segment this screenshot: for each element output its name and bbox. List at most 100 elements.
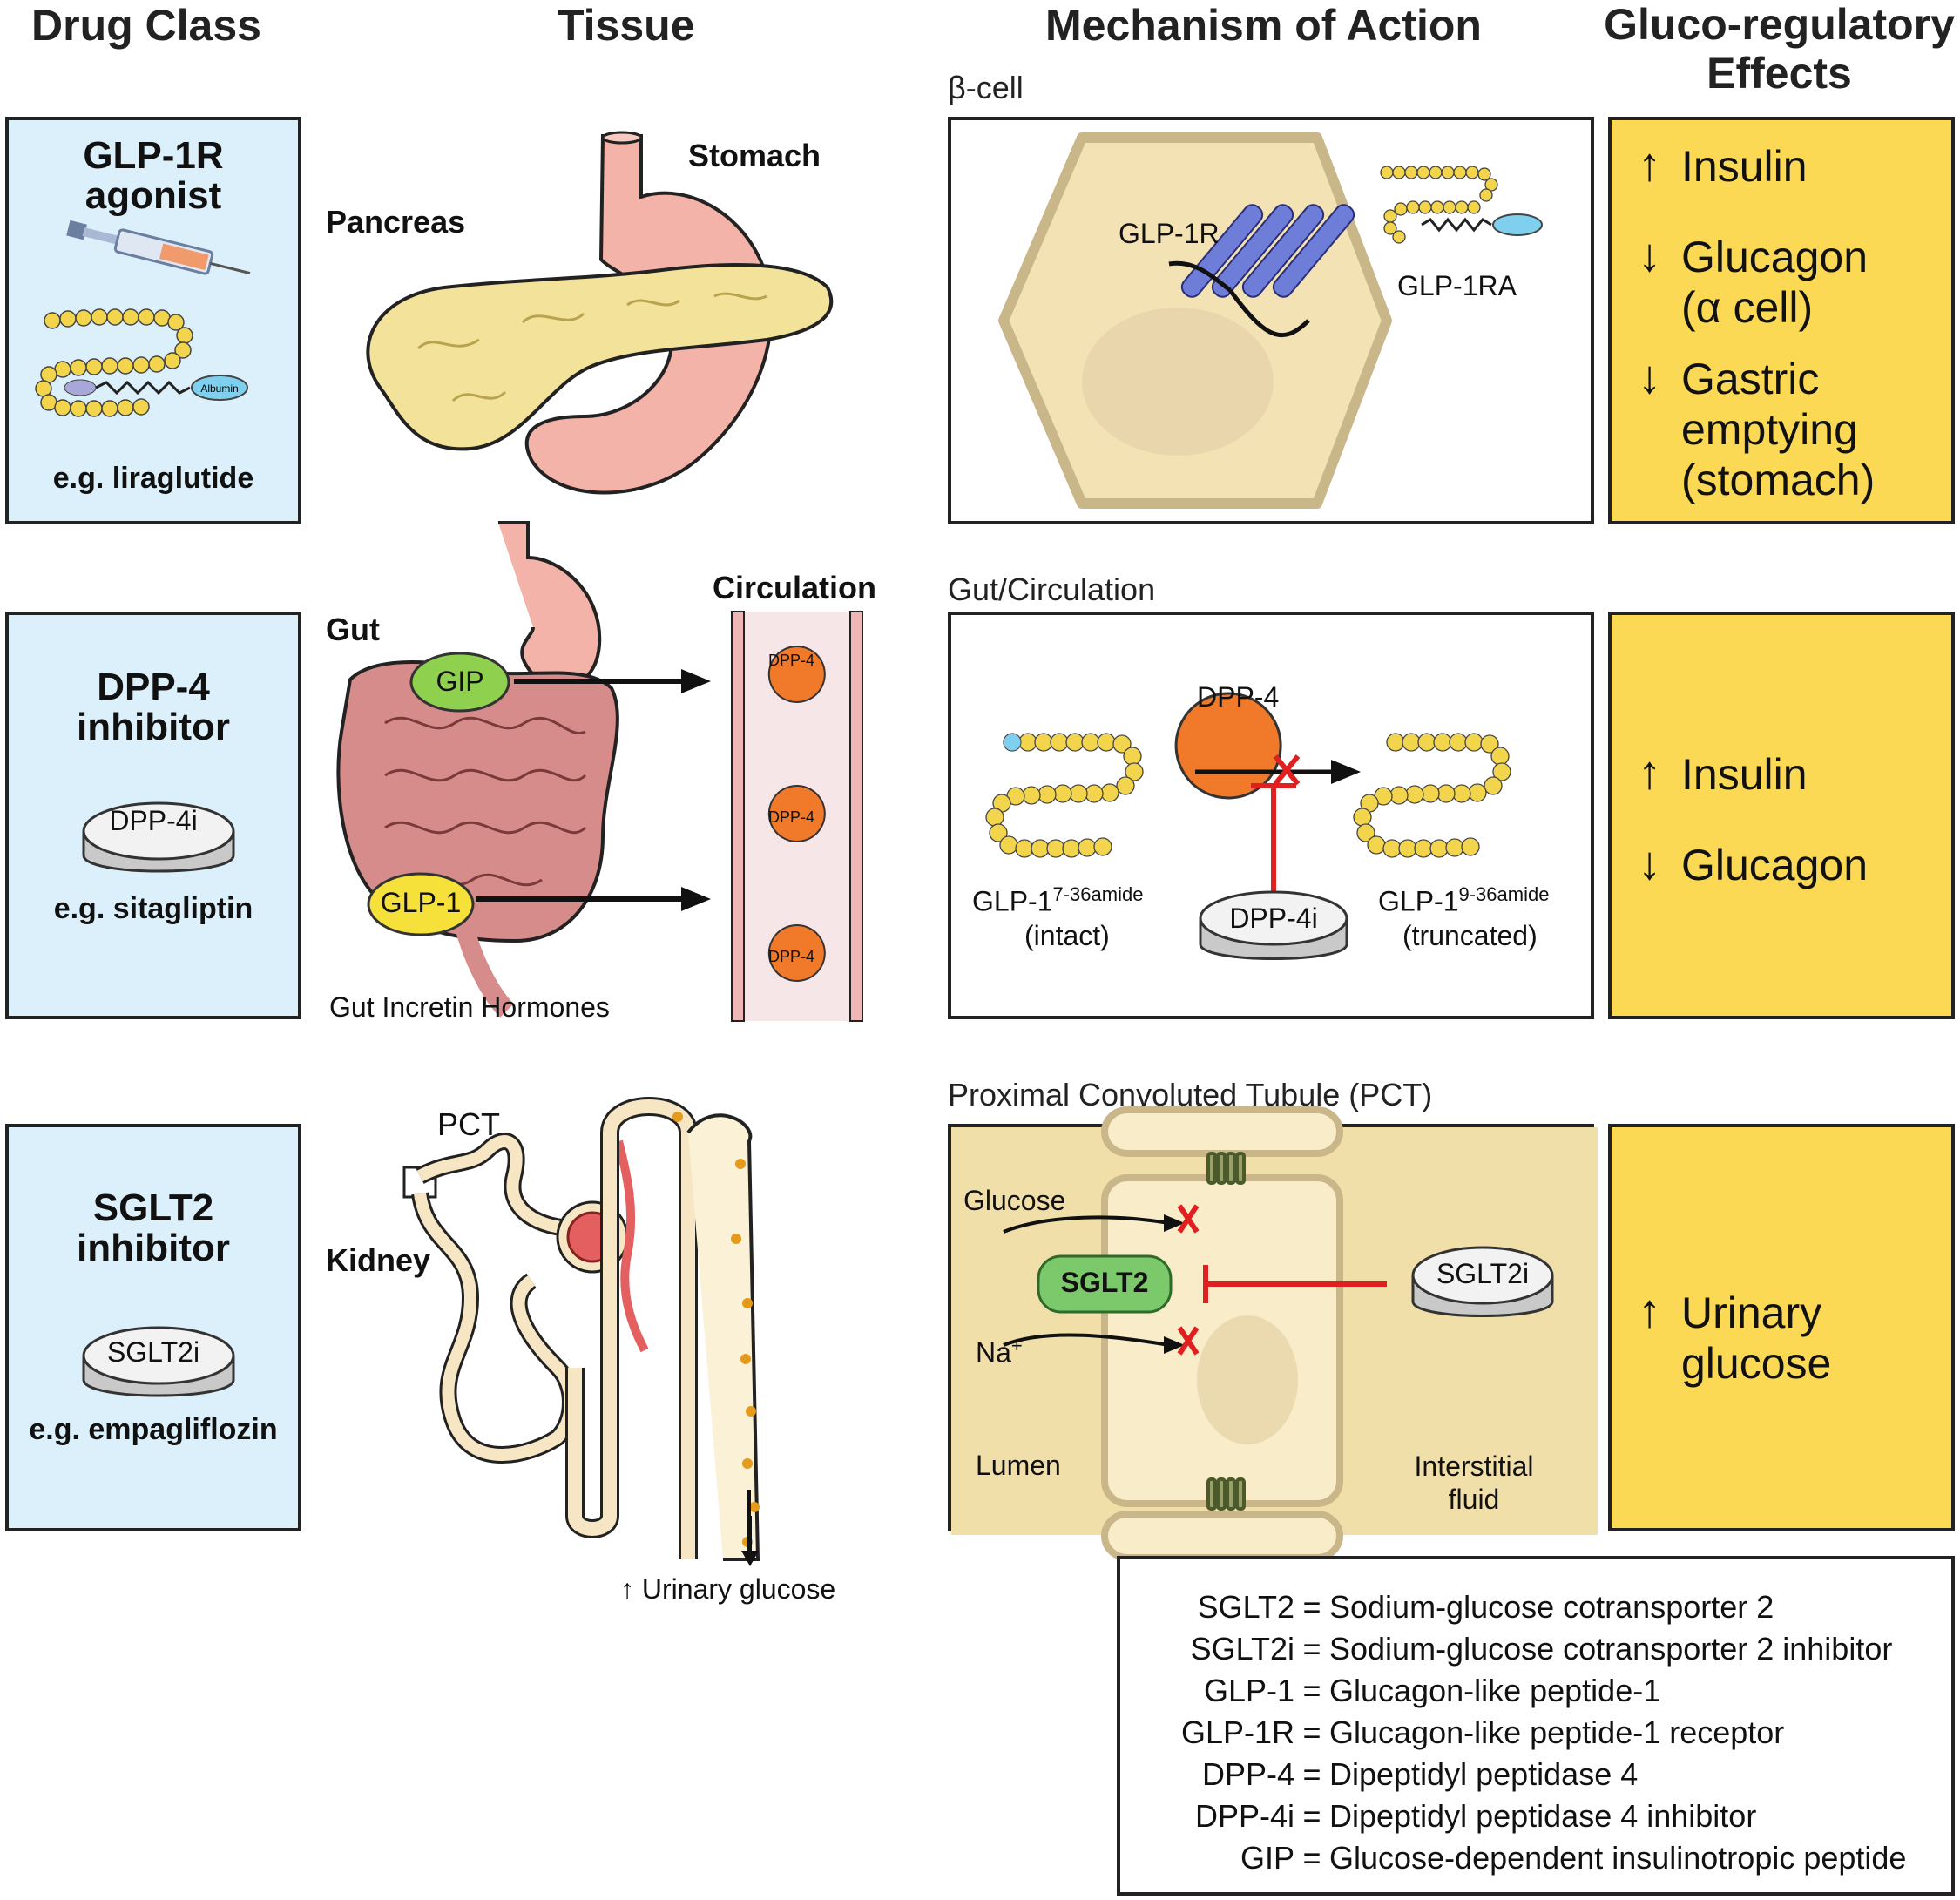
- pct-label: PCT: [437, 1106, 500, 1142]
- nephron-illustration: [402, 1097, 760, 1561]
- dpp4i-label: DPP-4i: [1229, 903, 1318, 934]
- glossary-definition: Sodium-glucose cotransporter 2 inhibitor: [1329, 1631, 1893, 1667]
- effect-glucose: glucose: [1681, 1339, 1832, 1388]
- glossary-abbr: GLP-1: [1203, 1673, 1294, 1708]
- glp1-truncated-name: GLP-19-36amide: [1378, 883, 1550, 917]
- example-drug: e.g. empagliflozin: [29, 1413, 278, 1446]
- glossary-equals: =: [1302, 1589, 1321, 1625]
- up-arrow-icon: ↑: [1638, 139, 1661, 191]
- glossary-row: SGLT2i=Sodium-glucose cotransporter 2 in…: [1120, 1631, 1951, 1667]
- glossary-definition: Dipeptidyl peptidase 4 inhibitor: [1329, 1798, 1757, 1834]
- glossary-row: SGLT2=Sodium-glucose cotransporter 2: [1120, 1589, 1951, 1626]
- intact-peptide: [985, 733, 1144, 858]
- dpp4-enzyme-label: DPP-4: [768, 652, 815, 669]
- sglt2i-label: SGLT2i: [1436, 1258, 1530, 1289]
- effect-glucagon: Glucagon: [1681, 841, 1869, 889]
- glp1-label: GLP-1: [380, 887, 462, 918]
- glossary-abbr: SGLT2i: [1190, 1631, 1294, 1667]
- header-effects: Gluco-regulatory Effects: [1604, 0, 1955, 98]
- interstitial-label: Interstitial fluid: [1414, 1450, 1534, 1515]
- effect-glucagon: Glucagon: [1681, 233, 1869, 281]
- pill-icon: [82, 801, 235, 873]
- drug-title: SGLT2 inhibitor: [77, 1187, 230, 1269]
- down-arrow-icon: ↓: [1638, 229, 1661, 281]
- effect-gastric: Gastric: [1681, 355, 1820, 403]
- glossary-equals: =: [1302, 1798, 1321, 1834]
- glp1-blob: [367, 872, 475, 936]
- receptor-helices: [1180, 204, 1355, 298]
- glossary-row: DPP-4=Dipeptidyl peptidase 4: [1120, 1756, 1951, 1793]
- secretion-arrows: [476, 669, 711, 911]
- effect-insulin: Insulin: [1681, 142, 1808, 191]
- drug-panel-dpp4: DPP-4 inhibitor DPP-4i e.g. sitagliptin: [5, 612, 301, 1019]
- glossary-abbr: DPP-4: [1201, 1756, 1294, 1792]
- effect-urinary: Urinary: [1681, 1288, 1822, 1337]
- example-drug: e.g. sitagliptin: [53, 892, 253, 925]
- glossary-abbr: GLP-1R: [1180, 1714, 1294, 1750]
- urinary-glucose-label: ↑ Urinary glucose: [620, 1573, 836, 1605]
- sglt2-transporter: [1037, 1254, 1173, 1314]
- gip-blob: [409, 652, 510, 713]
- effect-insulin: Insulin: [1681, 750, 1808, 799]
- effect-alpha-cell: (α cell): [1681, 283, 1814, 332]
- glossary-equals: =: [1302, 1631, 1321, 1667]
- up-arrow-icon: ↑: [1638, 747, 1661, 799]
- nucleus-shape: [1082, 308, 1274, 456]
- glossary-row: DPP-4i=Dipeptidyl peptidase 4 inhibitor: [1120, 1798, 1951, 1835]
- glossary-equals: =: [1302, 1840, 1321, 1876]
- up-arrow-icon: ↑: [1638, 1285, 1661, 1337]
- effects-panel-row2: ↑ Insulin ↓ Glucagon: [1608, 612, 1955, 1019]
- mechanism-caption: β-cell: [948, 70, 1024, 105]
- effect-stomach: (stomach): [1681, 456, 1876, 504]
- circulation-label: Circulation: [713, 570, 877, 605]
- glossary-abbr: GIP: [1240, 1840, 1294, 1876]
- glp1ra-chain: [1380, 166, 1498, 244]
- glossary-row: GIP=Glucose-dependent insulinotropic pep…: [1120, 1840, 1951, 1876]
- albumin-label: Albumin: [200, 382, 238, 395]
- dpp4-label: DPP-4: [1197, 681, 1280, 713]
- gut-incretin-label: Gut Incretin Hormones: [329, 991, 610, 1023]
- beta-cell-illustration: [998, 132, 1543, 509]
- intact-superscript: 7-36amide: [1052, 883, 1144, 905]
- dpp4-enzyme-label: DPP-4: [768, 808, 815, 826]
- blood-vessel-illustration: [731, 611, 863, 1022]
- pill-label: SGLT2i: [106, 1336, 200, 1368]
- glossary-box: SGLT2=Sodium-glucose cotransporter 2 SGLT…: [1117, 1556, 1955, 1896]
- effects-panel-row1: ↑ Insulin ↓ Glucagon (α cell) ↓ Gastric …: [1608, 117, 1955, 524]
- glossary-equals: =: [1302, 1756, 1321, 1792]
- down-arrow-icon: ↓: [1638, 351, 1661, 403]
- drug-panel-glp1r: GLP-1R agonist Albumin e.g. liraglutide: [5, 117, 301, 524]
- urinary-arrow: [741, 1516, 759, 1566]
- header-drug-class: Drug Class: [31, 1, 261, 50]
- effect-emptying: emptying: [1681, 405, 1858, 454]
- pill-label: DPP-4i: [109, 805, 198, 836]
- sodium-label: Na+: [976, 1335, 1023, 1369]
- glossary-definition: Glucagon-like peptide-1 receptor: [1329, 1714, 1785, 1750]
- effects-panel-row3: ↑ Urinary glucose: [1608, 1124, 1955, 1531]
- sglt2-label: SGLT2: [1060, 1267, 1149, 1298]
- syringe-icon: [66, 220, 251, 275]
- glossary-abbr: DPP-4i: [1194, 1798, 1294, 1834]
- gip-label: GIP: [436, 666, 484, 697]
- mechanism-caption: Gut/Circulation: [948, 571, 1156, 607]
- sodium-superscript: +: [1010, 1335, 1023, 1356]
- down-arrow-icon: ↓: [1638, 837, 1661, 889]
- truncated-superscript: 9-36amide: [1458, 883, 1550, 905]
- glp1ra-label: GLP-1RA: [1397, 270, 1517, 301]
- drug-title: DPP-4 inhibitor: [77, 666, 230, 748]
- pancreas-illustration: [366, 263, 834, 451]
- kidney-label: Kidney: [326, 1242, 431, 1278]
- glossary-definition: Sodium-glucose cotransporter 2: [1329, 1589, 1774, 1625]
- glp1r-label: GLP-1R: [1119, 218, 1220, 249]
- lumen-label: Lumen: [976, 1450, 1061, 1481]
- nucleus-shape: [1197, 1315, 1298, 1444]
- gut-illustration: [336, 521, 619, 1018]
- glucose-label: Glucose: [963, 1185, 1066, 1216]
- pancreas-label: Pancreas: [326, 204, 466, 240]
- glp1-truncated-caption: (truncated): [1402, 920, 1538, 951]
- glp1-intact-name: GLP-17-36amide: [972, 883, 1144, 917]
- glossary-definition: Glucose-dependent insulinotropic peptide: [1329, 1840, 1907, 1876]
- dpp4-enzyme-label: DPP-4: [768, 948, 815, 965]
- truncated-peptide: [1353, 733, 1511, 858]
- pct-cell-illustration: [951, 1106, 1598, 1561]
